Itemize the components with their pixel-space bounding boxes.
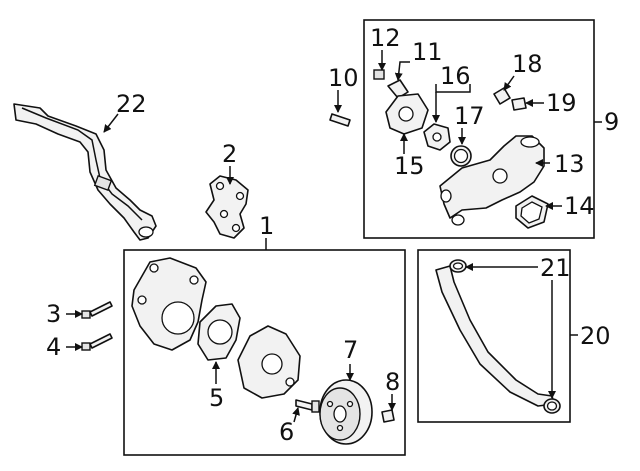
- coolant-bypass-pipe: [13, 103, 157, 241]
- leader-6: [292, 407, 300, 423]
- callout-17: 17: [454, 102, 485, 130]
- leader-22: [103, 113, 119, 133]
- leader-18: [503, 75, 515, 91]
- thermostat-16: [423, 123, 451, 151]
- bolt-12: [373, 69, 385, 80]
- bolt-4: [81, 333, 113, 351]
- callout-14: 14: [564, 192, 595, 220]
- o-ring-17: [450, 145, 472, 167]
- clip-19: [511, 97, 527, 111]
- leader-16: [435, 84, 471, 93]
- thermostat-cover-15: [385, 93, 429, 135]
- gasket-14: [515, 195, 549, 229]
- group-box-coolant-pipe: [417, 249, 571, 423]
- bolt-10: [329, 113, 351, 127]
- leader-11: [394, 61, 410, 81]
- water-pump-impeller-body: [237, 325, 301, 399]
- callout-1: 1: [259, 212, 274, 240]
- callout-4: 4: [46, 333, 61, 361]
- callout-16: 16: [440, 62, 471, 90]
- callout-19: 19: [546, 89, 577, 117]
- water-pump-housing: [131, 257, 207, 351]
- callout-3: 3: [46, 300, 61, 328]
- callout-18: 18: [512, 50, 543, 78]
- callout-21: 21: [540, 254, 571, 282]
- bracket-11: [387, 79, 409, 99]
- callout-5: 5: [209, 384, 224, 412]
- sensor-18: [493, 87, 511, 105]
- callouts: 22 2 1 3 4 5 6 7 8 9 10 11 12 13 14 15 1…: [46, 24, 619, 446]
- callout-7: 7: [343, 336, 358, 364]
- callout-10: 10: [328, 64, 359, 92]
- callout-12: 12: [370, 24, 401, 52]
- group-box-thermostat-housing: [363, 19, 595, 239]
- pump-gasket-bracket: [205, 175, 249, 239]
- callout-15: 15: [394, 152, 425, 180]
- thermostat-housing-13: [439, 135, 545, 226]
- o-ring-21-bottom: [543, 398, 561, 414]
- pump-gasket-5: [197, 303, 241, 361]
- callout-9: 9: [604, 108, 619, 136]
- coolant-pipe-20: [435, 265, 555, 407]
- o-ring-21-top: [449, 259, 467, 273]
- callout-2: 2: [222, 140, 237, 168]
- bolt-8: [381, 409, 395, 423]
- callout-8: 8: [385, 368, 400, 396]
- group-box-water-pump: [123, 249, 406, 456]
- water-pump-pulley: [319, 379, 373, 445]
- bolt-6: [295, 399, 320, 413]
- callout-22: 22: [116, 90, 147, 118]
- callout-6: 6: [279, 418, 294, 446]
- leader-lines: [66, 50, 602, 423]
- callout-11: 11: [412, 38, 443, 66]
- callout-13: 13: [554, 150, 585, 178]
- callout-20: 20: [580, 322, 611, 350]
- bolt-3: [81, 301, 113, 319]
